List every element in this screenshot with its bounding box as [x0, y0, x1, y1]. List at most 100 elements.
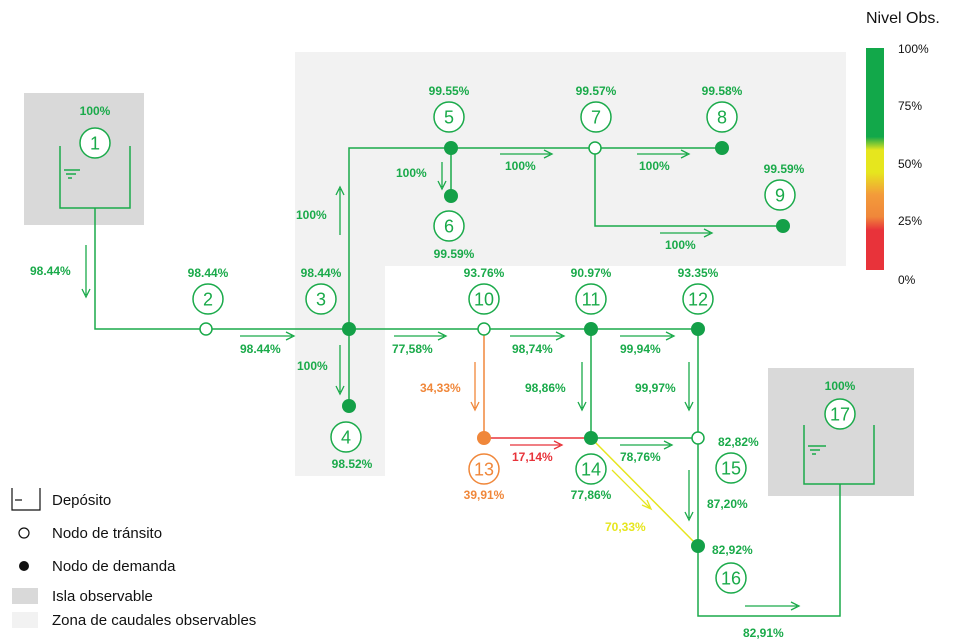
observability-scale: Nivel Obs. 100% 75% 50% 25% 0% [866, 10, 940, 287]
node-8-circle [706, 101, 738, 133]
arrow-3-5 [335, 185, 345, 235]
observable-island-1 [24, 93, 144, 225]
legend-island-swatch [12, 588, 38, 604]
arrow-5-6 [437, 162, 447, 191]
node-2-number: 2 [203, 290, 213, 310]
demand-node-8 [715, 141, 729, 155]
node-12-number: 12 [688, 290, 708, 310]
node-15-pct: 82,82% [718, 435, 759, 449]
scale-gradient-bar [866, 48, 884, 270]
arrow-7-9 [660, 228, 714, 238]
reservoir-17 [803, 425, 875, 485]
node-15-circle [715, 452, 747, 484]
legend-reservoir-icon [11, 488, 41, 511]
scale-tick-100: 100% [898, 42, 929, 56]
arrow-11-12 [620, 331, 676, 341]
arrow-14-15 [620, 440, 674, 450]
node-16-number: 16 [721, 569, 741, 589]
legend-deposito: Depósito [52, 492, 111, 509]
flow-7-9: 100% [665, 238, 696, 252]
node-percentages: 100% 98.44% 98.44% 98.52% 99.55% 99.59% … [80, 84, 856, 557]
node-1-pct: 100% [80, 104, 111, 118]
demand-node-14 [584, 431, 598, 445]
node-9-circle [764, 179, 796, 211]
transit-node-10 [477, 322, 491, 336]
demand-node-13 [477, 431, 491, 445]
scale-tick-0: 0% [898, 273, 916, 287]
node-5-circle [433, 101, 465, 133]
arrow-15-16 [684, 470, 694, 522]
flow-13-14: 17,14% [512, 450, 553, 464]
node-6-number: 6 [444, 217, 454, 237]
arrow-3-4 [335, 345, 345, 396]
demand-node-9 [776, 219, 790, 233]
flow-10-13: 34,33% [420, 381, 461, 395]
node-14-number: 14 [581, 460, 601, 480]
node-7-circle [580, 101, 612, 133]
node-13-number: 13 [474, 460, 494, 480]
arrow-3-10 [394, 331, 448, 341]
flow-16-17: 82,91% [743, 626, 784, 640]
flow-14-16: 70,33% [605, 520, 646, 534]
flow-3-4: 100% [297, 359, 328, 373]
flow-percentages: 98.44% 98.44% 100% 100% 100% 100% 100% 1… [30, 159, 784, 640]
node-9-number: 9 [775, 186, 785, 206]
node-17-number: 17 [830, 405, 850, 425]
node-9-pct: 99.59% [764, 162, 805, 176]
flow-1-2: 98.44% [30, 264, 71, 278]
node-4-circle [330, 421, 362, 453]
flow-10-11: 98,74% [512, 342, 553, 356]
node-14-pct: 77,86% [571, 488, 612, 502]
flow-7-8: 100% [639, 159, 670, 173]
demand-node-3 [342, 322, 356, 336]
node-7-number: 7 [591, 108, 601, 128]
arrow-13-14 [510, 440, 564, 450]
flow-12-15: 99,97% [635, 381, 676, 395]
demand-node-5 [444, 141, 458, 155]
legend-zone-swatch [12, 612, 38, 628]
node-2-circle [192, 283, 224, 315]
legend-demand-icon [19, 561, 29, 571]
flow-15-16: 87,20% [707, 497, 748, 511]
node-1-circle [79, 127, 111, 159]
node-6-circle [433, 210, 465, 242]
node-3-pct: 98.44% [301, 266, 342, 280]
node-4-pct: 98.52% [332, 457, 373, 471]
scale-title: Nivel Obs. [866, 10, 940, 27]
transit-node-15 [691, 431, 705, 445]
node-4-number: 4 [341, 428, 351, 448]
transit-node-2 [199, 322, 213, 336]
legend-transito: Nodo de tránsito [52, 525, 162, 542]
junctions [199, 141, 790, 553]
flow-2-3: 98.44% [240, 342, 281, 356]
node-5-number: 5 [444, 108, 454, 128]
scale-tick-50: 50% [898, 157, 922, 171]
arrow-10-13 [470, 362, 480, 412]
demand-node-4 [342, 399, 356, 413]
flow-3-10: 77,58% [392, 342, 433, 356]
node-13-circle [468, 453, 500, 485]
legend-transit-icon [18, 527, 30, 539]
node-5-pct: 99.55% [429, 84, 470, 98]
node-12-circle [682, 283, 714, 315]
flow-3-5: 100% [296, 208, 327, 222]
flow-5-7: 100% [505, 159, 536, 173]
scale-tick-75: 75% [898, 99, 922, 113]
arrow-7-8 [637, 149, 691, 159]
flow-14-15: 78,76% [620, 450, 661, 464]
demand-node-11 [584, 322, 598, 336]
transit-node-7 [588, 141, 602, 155]
arrow-5-7 [500, 149, 554, 159]
node-14-circle [575, 453, 607, 485]
legend-demanda: Nodo de demanda [52, 558, 176, 575]
legend-isla: Isla observable [52, 588, 153, 605]
node-13-pct: 39,91% [464, 488, 505, 502]
scale-tick-25: 25% [898, 214, 922, 228]
arrow-10-11 [510, 331, 566, 341]
node-1-number: 1 [90, 134, 100, 154]
node-10-circle [468, 283, 500, 315]
node-3-circle [305, 283, 337, 315]
node-6-pct: 99.59% [434, 247, 475, 261]
node-17-pct: 100% [825, 379, 856, 393]
